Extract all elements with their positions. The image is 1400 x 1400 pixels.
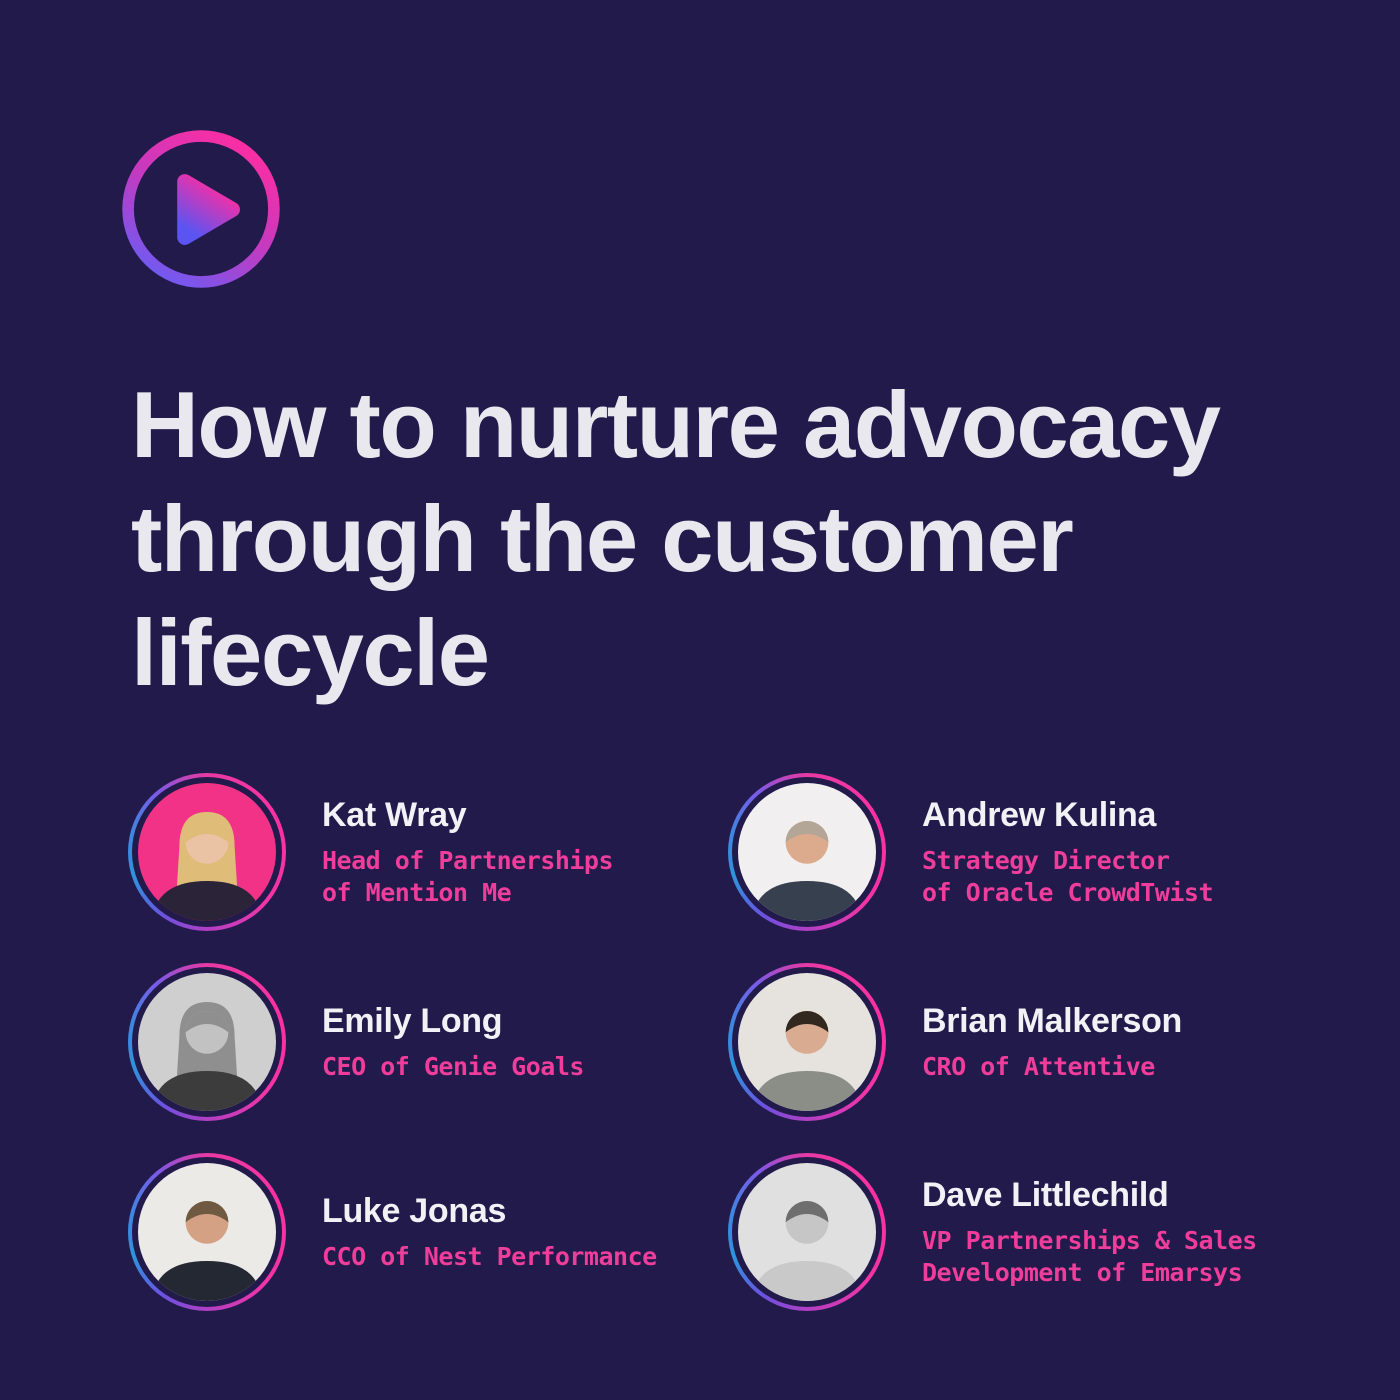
- speaker-role: CCO of Nest Performance: [322, 1241, 657, 1273]
- person-silhouette-icon: [738, 783, 876, 921]
- person-silhouette-icon: [138, 783, 276, 921]
- speaker-role-line: of Mention Me: [322, 878, 512, 907]
- speaker-card-kat-wray: Kat Wray Head of Partnerships of Mention…: [128, 773, 728, 931]
- avatar-gap: [732, 967, 882, 1117]
- speaker-info: Dave Littlechild VP Partnerships & Sales…: [922, 1175, 1257, 1289]
- speaker-role-line: VP Partnerships & Sales: [922, 1226, 1257, 1255]
- speaker-role: Head of Partnerships of Mention Me: [322, 845, 614, 909]
- speaker-photo: [138, 783, 276, 921]
- speaker-info: Andrew Kulina Strategy Director of Oracl…: [922, 795, 1214, 909]
- speaker-name: Kat Wray: [322, 796, 467, 834]
- person-silhouette-icon: [138, 973, 276, 1111]
- speaker-photo: [138, 1163, 276, 1301]
- avatar: [728, 963, 886, 1121]
- avatar: [128, 773, 286, 931]
- speaker-role-line: of Oracle CrowdTwist: [922, 878, 1214, 907]
- speaker-card-luke-jonas: Luke Jonas CCO of Nest Performance: [128, 1153, 728, 1311]
- speaker-card-dave-littlechild: Dave Littlechild VP Partnerships & Sales…: [728, 1153, 1378, 1311]
- person-silhouette-icon: [138, 1163, 276, 1301]
- speaker-photo: [138, 973, 276, 1111]
- avatar: [728, 1153, 886, 1311]
- speaker-card-brian-malkerson: Brian Malkerson CRO of Attentive: [728, 963, 1378, 1121]
- episode-title: How to nurture advocacy through the cust…: [131, 372, 1221, 705]
- speaker-card-emily-long: Emily Long CEO of Genie Goals: [128, 963, 728, 1121]
- avatar: [128, 1153, 286, 1311]
- speaker-card-andrew-kulina: Andrew Kulina Strategy Director of Oracl…: [728, 773, 1378, 931]
- speaker-role-line: Head of Partnerships: [322, 846, 614, 875]
- speaker-role-line: Development of Emarsys: [922, 1258, 1243, 1287]
- person-silhouette-icon: [738, 973, 876, 1111]
- speaker-info: Brian Malkerson CRO of Attentive: [922, 1001, 1182, 1083]
- avatar-gap: [732, 1157, 882, 1307]
- speaker-name: Andrew Kulina: [922, 796, 1157, 834]
- avatar-gap: [132, 777, 282, 927]
- speaker-role: CRO of Attentive: [922, 1051, 1182, 1083]
- speaker-role: Strategy Director of Oracle CrowdTwist: [922, 845, 1214, 909]
- person-silhouette-icon: [738, 1163, 876, 1301]
- speaker-role-line: CRO of Attentive: [922, 1052, 1155, 1081]
- speaker-role-line: CEO of Genie Goals: [322, 1052, 584, 1081]
- speaker-role: VP Partnerships & Sales Development of E…: [922, 1225, 1257, 1289]
- speaker-role-line: CCO of Nest Performance: [322, 1242, 657, 1271]
- avatar-gap: [132, 967, 282, 1117]
- speaker-name: Luke Jonas: [322, 1192, 507, 1230]
- play-icon: [122, 130, 280, 288]
- speaker-info: Kat Wray Head of Partnerships of Mention…: [322, 795, 614, 909]
- avatar: [128, 963, 286, 1121]
- speaker-photo: [738, 973, 876, 1111]
- avatar-gap: [132, 1157, 282, 1307]
- speaker-info: Luke Jonas CCO of Nest Performance: [322, 1191, 657, 1273]
- avatar: [728, 773, 886, 931]
- speaker-role: CEO of Genie Goals: [322, 1051, 584, 1083]
- avatar-gap: [732, 777, 882, 927]
- speaker-role-line: Strategy Director: [922, 846, 1170, 875]
- speaker-name: Brian Malkerson: [922, 1002, 1183, 1040]
- speaker-photo: [738, 1163, 876, 1301]
- speaker-photo: [738, 783, 876, 921]
- speaker-name: Dave Littlechild: [922, 1176, 1169, 1214]
- speaker-info: Emily Long CEO of Genie Goals: [322, 1001, 584, 1083]
- speakers-grid: Kat Wray Head of Partnerships of Mention…: [128, 773, 1378, 1311]
- speaker-name: Emily Long: [322, 1002, 503, 1040]
